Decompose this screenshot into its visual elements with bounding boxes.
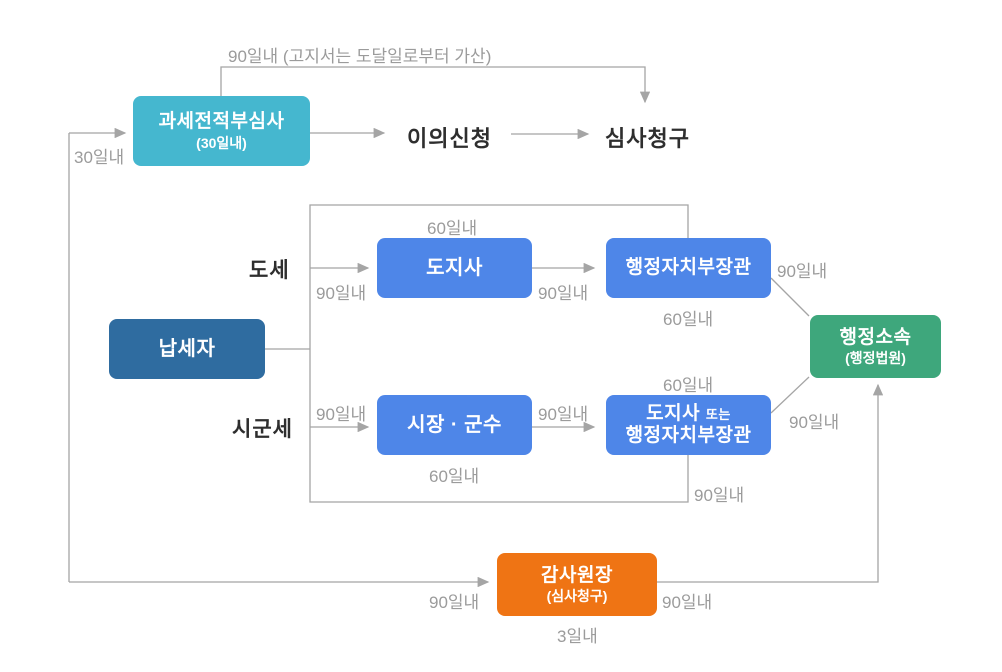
- label-60days-above-gm: 60일내: [663, 376, 714, 395]
- label-90days-gm-court: 90일내: [789, 413, 840, 432]
- node-governor-or-minister: 도지사 또는 행정자치부장관: [606, 395, 771, 455]
- node-audit-sub: (심사청구): [546, 588, 608, 605]
- node-governor-title: 도지사: [426, 256, 483, 279]
- label-3days-audit: 3일내: [557, 627, 598, 646]
- node-taxpayer-title: 납세자: [158, 337, 216, 360]
- edge-minister-to-court: [770, 277, 810, 317]
- node-pretax-review-sub: (30일내): [196, 134, 247, 151]
- label-60days-above-governor: 60일내: [427, 219, 478, 238]
- label-review: 심사청구: [605, 126, 690, 151]
- label-90days-into-audit: 90일내: [429, 593, 480, 612]
- label-90days-dose: 90일내: [316, 284, 367, 303]
- node-pretax-review-title: 과세전적부심사: [158, 111, 285, 133]
- node-gm-line1-conj: 또는: [705, 407, 731, 423]
- edge-pretax-to-review: [220, 66, 651, 104]
- label-top-note: 90일내 (고지서는 도달일로부터 가산): [228, 47, 492, 66]
- edge-gm-to-court: [770, 376, 810, 414]
- label-sigunse: 시군세: [232, 418, 293, 441]
- label-objection: 이의신청: [407, 126, 492, 151]
- label-60days-below-mayor: 60일내: [429, 467, 480, 486]
- node-audit: 감사원장 (심사청구): [497, 553, 657, 616]
- node-minister: 행정자치부장관: [606, 238, 771, 298]
- edge-bracket: [309, 204, 689, 503]
- node-mayor-title: 시장 · 군수: [407, 413, 502, 436]
- label-30days-left: 30일내: [74, 148, 125, 167]
- node-admin-court-title: 행정소속: [839, 326, 912, 348]
- label-dose: 도세: [249, 259, 290, 282]
- node-gm-line1-main: 도지사: [646, 403, 701, 425]
- node-pretax-review: 과세전적부심사 (30일내): [133, 96, 310, 166]
- label-60days-below-minister: 60일내: [663, 310, 714, 329]
- node-minister-title: 행정자치부장관: [625, 257, 752, 279]
- node-taxpayer: 납세자: [109, 319, 265, 379]
- node-governor: 도지사: [377, 238, 532, 298]
- edge-audit-to-court: [657, 383, 884, 583]
- node-admin-court-sub: (행정법원): [845, 350, 906, 367]
- node-mayor: 시장 · 군수: [377, 395, 532, 455]
- label-90days-sigunse: 90일내: [316, 405, 367, 424]
- label-90days-governor-minister: 90일내: [538, 284, 589, 303]
- label-90days-mayor-gm: 90일내: [538, 405, 589, 424]
- node-audit-title: 감사원장: [541, 564, 613, 586]
- label-90days-minister-court: 90일내: [777, 262, 828, 281]
- node-gm-line2: 행정자치부장관: [625, 425, 752, 446]
- label-90days-audit-court: 90일내: [662, 593, 713, 612]
- node-admin-court: 행정소속 (행정법원): [810, 315, 941, 378]
- label-90days-bracket: 90일내: [694, 486, 745, 505]
- node-gm-line1: 도지사 또는: [646, 403, 731, 425]
